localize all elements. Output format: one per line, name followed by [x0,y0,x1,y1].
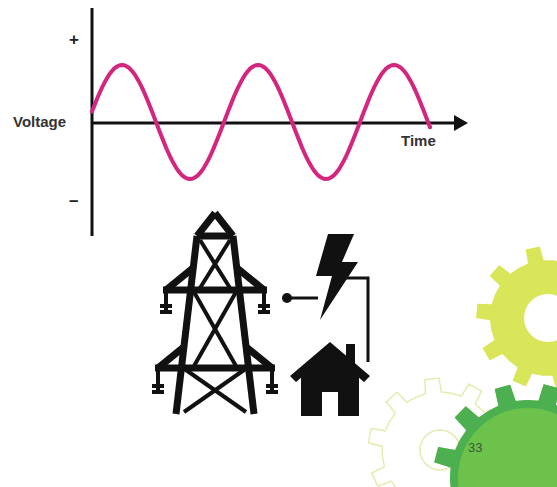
axis-arrowhead [454,115,468,131]
axis-minus-sign: – [69,191,78,211]
time-axis [92,122,458,125]
page-number: 33 [468,440,482,455]
axis-plus-sign: + [69,30,79,50]
house-door [322,392,338,416]
gear [476,247,557,390]
gear-decoration [368,247,557,487]
ac-sine-wave [92,65,430,179]
wire [287,297,318,300]
gear [434,384,557,487]
house-icon [290,342,370,416]
lightning-bolt [316,234,358,320]
axis-title: Time [401,132,436,149]
transmission-tower [155,213,275,414]
axis-title: Voltage [13,113,66,130]
insulators [152,304,278,394]
gear [434,384,557,487]
